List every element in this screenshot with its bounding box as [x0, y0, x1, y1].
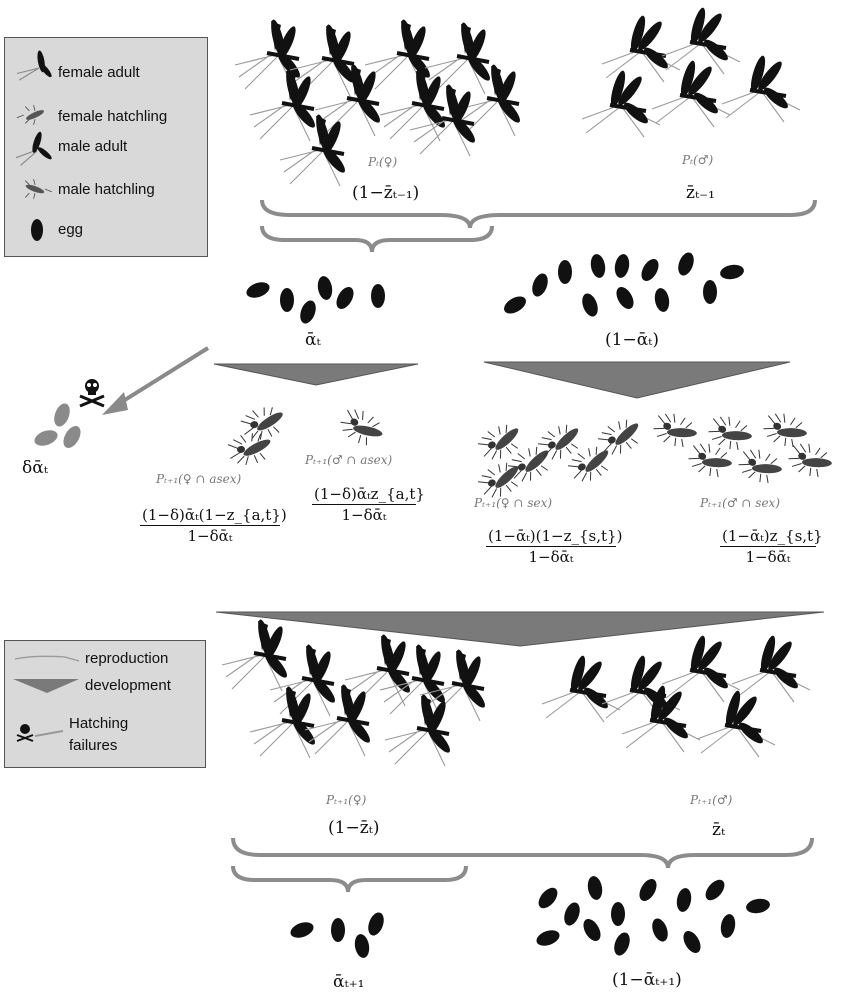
gen-t1-female-prob: Pₜ₊₁(♀) — [326, 793, 367, 807]
egg-icon — [31, 219, 43, 241]
eggs-t1-asex-freq: ᾱₜ₊₁ — [333, 972, 365, 992]
female-hatchling-icon — [16, 105, 44, 125]
skull-icon — [79, 379, 105, 408]
m-asex-label: Pₜ₊₁(♂ ∩ asex) — [305, 453, 393, 467]
eggs-t-sex — [501, 250, 746, 319]
m-asex-fraction: (1−δ)ᾱₜz_{a,t} 1−δᾱₜ — [312, 484, 425, 525]
hatch-fail-arrow — [110, 346, 210, 410]
asex-egg-brace — [260, 225, 494, 253]
m-sex-fraction: (1−ᾱₜ)z_{s,t} 1−δᾱₜ — [720, 526, 823, 567]
f-sex-denominator: 1−δᾱₜ — [528, 548, 574, 566]
m-sex-denominator: 1−δᾱₜ — [745, 548, 791, 566]
gen-t-males — [580, 4, 802, 139]
failed-eggs — [34, 403, 81, 448]
gen-t1-males — [540, 632, 812, 759]
gen-t1-female-freq: (1−z̄ₜ) — [328, 818, 380, 838]
eggs-t-asex-freq: ᾱₜ — [305, 330, 321, 350]
legend-process-icons — [13, 655, 80, 742]
gen-t-female-prob: Pₜ(♀) — [368, 155, 398, 169]
m-sex-numerator: (1−ᾱₜ)z_{s,t} — [720, 527, 823, 547]
m-asex-numerator: (1−δ)ᾱₜz_{a,t} — [312, 485, 425, 505]
gen-t1-male-freq: z̄ₜ — [712, 820, 726, 840]
dev-wedge-main — [215, 611, 825, 647]
hatching-failure-icon — [16, 724, 64, 742]
hatch-fail-freq: δᾱₜ — [22, 458, 48, 478]
m-sex-label: Pₜ₊₁(♂ ∩ sex) — [700, 496, 781, 510]
eggs-t1-asex — [288, 910, 387, 960]
f-asex-fraction: (1−δ)ᾱₜ(1−z_{a,t}) 1−δᾱₜ — [140, 505, 287, 546]
eggs-t-asex — [244, 274, 385, 326]
f-asex-denominator: 1−δᾱₜ — [187, 527, 233, 545]
male-adult-icon — [15, 131, 52, 166]
gen-t1-females — [220, 616, 491, 768]
legend-development: development — [85, 677, 171, 694]
eggs-t-sex-freq: (1−ᾱₜ) — [605, 330, 659, 350]
gen-t-male-freq: z̄ₜ₋₁ — [686, 183, 715, 203]
legend-male-adult: male adult — [58, 138, 128, 155]
reproduction-line-icon — [14, 655, 80, 662]
legend-processes: reproduction development Hatching failur… — [4, 640, 206, 768]
male-hatchling-icon — [24, 179, 52, 199]
legend-reproduction: reproduction — [85, 650, 169, 667]
legend-organisms: female adult female hatchling male adult… — [4, 37, 208, 257]
f-sex-label: Pₜ₊₁(♀ ∩ sex) — [474, 496, 553, 510]
eggs-t1-sex-freq: (1−ᾱₜ₊₁) — [612, 970, 682, 990]
asex-egg-brace-t1 — [231, 865, 468, 893]
legend-egg: egg — [58, 221, 84, 238]
f-asex-numerator: (1−δ)ᾱₜ(1−z_{a,t}) — [140, 506, 287, 526]
gen-t-female-freq: (1−z̄ₜ₋₁) — [352, 183, 420, 203]
hatchlings-sex — [474, 408, 838, 504]
legend-female-adult: female adult — [58, 64, 140, 81]
dev-wedge-asex — [213, 363, 419, 386]
development-wedge-icon — [13, 679, 79, 693]
gen-t-male-prob: Pₜ(♂) — [682, 153, 714, 167]
f-asex-label: Pₜ₊₁(♀ ∩ asex) — [156, 472, 242, 486]
f-sex-numerator: (1−ᾱₜ)(1−z_{s,t}) — [486, 527, 623, 547]
legend-female-hatchling: female hatchling — [58, 108, 168, 125]
gen-t-brace — [260, 199, 817, 229]
f-sex-fraction: (1−ᾱₜ)(1−z_{s,t}) 1−δᾱₜ — [486, 526, 623, 567]
legend-male-hatchling: male hatchling — [58, 181, 155, 198]
dev-wedge-sex — [483, 361, 791, 399]
female-adult-icon — [16, 50, 52, 81]
legend-hatching-failures: Hatching failures — [69, 715, 129, 754]
gen-t1-male-prob: Pₜ₊₁(♂) — [690, 793, 733, 807]
legend-icons — [15, 50, 52, 241]
eggs-t1-sex — [534, 874, 772, 958]
m-asex-denominator: 1−δᾱₜ — [341, 506, 387, 524]
gen-t1-brace — [231, 837, 814, 869]
